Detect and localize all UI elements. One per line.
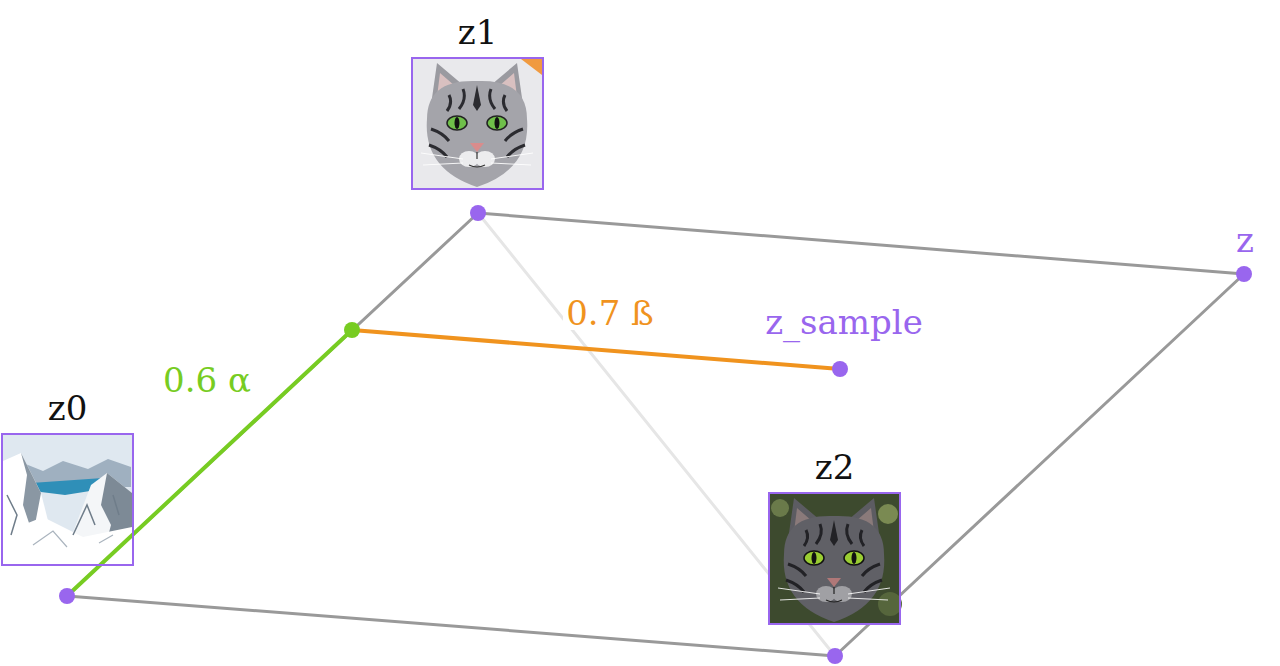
point-label: 0.6 α — [160, 363, 254, 397]
latent-name: z2 — [815, 450, 855, 484]
point-label: z_sample — [762, 305, 926, 339]
point-label: 0.7 ß — [563, 296, 657, 330]
mountain-image — [3, 435, 132, 564]
latent-name: z1 — [458, 15, 498, 49]
image-frame: z1 — [411, 57, 544, 190]
point-label: z — [1233, 223, 1257, 257]
interpolation-paths — [67, 330, 840, 596]
plane-edges — [67, 213, 1244, 656]
image-frame: z2 — [768, 492, 901, 625]
latent-name: z0 — [48, 391, 88, 425]
image-frame: z0 — [1, 433, 134, 566]
cat-image — [770, 494, 902, 623]
latent-points — [59, 205, 1252, 664]
cat-image — [413, 59, 542, 188]
